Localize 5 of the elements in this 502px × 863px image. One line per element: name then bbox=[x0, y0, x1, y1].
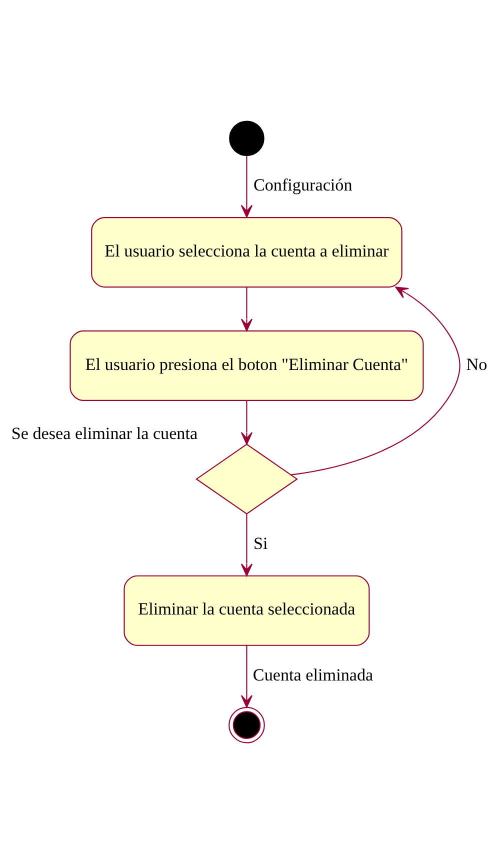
edge-label: No bbox=[466, 354, 488, 374]
node-label: Se desea eliminar la cuenta bbox=[11, 423, 198, 442]
edge-label: Cuenta eliminada bbox=[252, 664, 374, 684]
edge-label: Configuración bbox=[253, 175, 352, 194]
edge-label: Si bbox=[253, 533, 268, 552]
